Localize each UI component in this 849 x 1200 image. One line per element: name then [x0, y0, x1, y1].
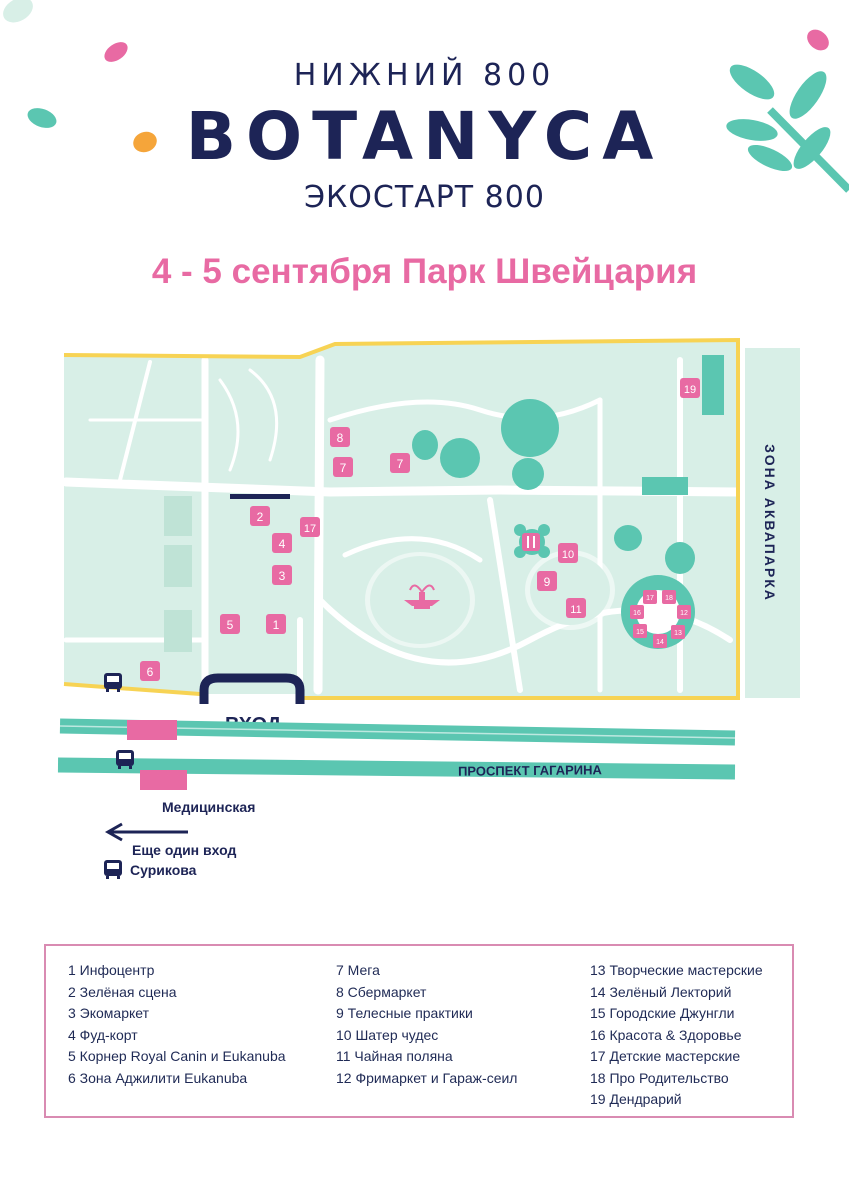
another-entrance-label: Еще один вход [132, 842, 236, 858]
svg-text:12: 12 [680, 610, 688, 617]
svg-text:13: 13 [674, 630, 682, 637]
leaf-icon [27, 108, 57, 128]
svg-text:4: 4 [279, 537, 286, 551]
entrance-gate-icon [199, 673, 305, 704]
svg-text:17: 17 [646, 595, 654, 602]
marker-10[interactable]: 10 [558, 543, 578, 563]
legend-item: 19 Дендрарий [590, 1091, 682, 1107]
marker-16[interactable]: 16 [630, 605, 644, 619]
brand-logo: BOTANYCA [185, 98, 664, 175]
bus-icon [104, 673, 122, 692]
plots [164, 496, 192, 652]
svg-text:5: 5 [227, 618, 234, 632]
svg-text:10: 10 [562, 549, 574, 561]
legend-item: 4 Фуд-корт [68, 1026, 138, 1043]
legend-item: 3 Экомаркет [68, 1005, 150, 1021]
legend-item: 8 Сбермаркет [336, 983, 427, 1000]
marker-5[interactable]: 5 [220, 614, 240, 634]
marker-14[interactable]: 14 [653, 634, 667, 648]
svg-text:19: 19 [684, 384, 696, 396]
marker-6[interactable]: 6 [140, 661, 160, 681]
legend-item: 16 Красота & Здоровье [590, 1026, 742, 1043]
svg-text:18: 18 [665, 595, 673, 602]
arrow-left-icon [104, 822, 188, 842]
svg-text:3: 3 [279, 569, 286, 583]
fountain-icon [404, 584, 440, 609]
marker-18[interactable]: 18 [662, 590, 676, 604]
marker-8[interactable]: 8 [330, 427, 350, 447]
food-court-icon [514, 524, 550, 558]
svg-text:16: 16 [633, 610, 641, 617]
tram-stop-marker [140, 770, 187, 790]
svg-text:1: 1 [273, 618, 280, 632]
branch-icon [726, 64, 849, 193]
marker-12[interactable]: 12 [677, 605, 691, 619]
leaf-icon [104, 42, 128, 62]
legend-item: 11 Чайная поляна [336, 1048, 453, 1064]
legend-item: 7 Мега [336, 962, 380, 978]
park-boundary [63, 337, 740, 700]
legend-item: 2 Зелёная сцена [68, 983, 177, 1000]
legend-column-2: 7 Мега 8 Сбермаркет 9 Телесные практики … [336, 960, 517, 1089]
marker-17-circle[interactable]: 17 [643, 590, 657, 604]
svg-text:7: 7 [397, 457, 404, 471]
marker-15[interactable]: 15 [633, 624, 647, 638]
marker-19[interactable]: 19 [680, 378, 700, 398]
bus-icon [104, 860, 122, 879]
aquapark-label: ЗОНА АКВАПАРКА [762, 444, 778, 602]
leaf-icon [807, 29, 829, 51]
legend-column-1: 1 Инфоцентр 2 Зелёная сцена 3 Экомаркет … [68, 960, 286, 1089]
legend-item: 14 Зелёный Лекторий [590, 983, 732, 1000]
legend-column-3: 13 Творческие мастерские 14 Зелёный Лект… [590, 960, 763, 1111]
bus-icon [116, 750, 134, 769]
park-map: ЗОНА АКВАПАРКА ВХОД ПРОСПЕКТ ГАГАРИНА Ме… [57, 337, 800, 879]
marker-2[interactable]: 2 [250, 506, 270, 526]
svg-text:8: 8 [337, 431, 344, 445]
marker-1[interactable]: 1 [266, 614, 286, 634]
marker-7-pond[interactable]: 7 [390, 453, 410, 473]
avenue-label: ПРОСПЕКТ ГАГАРИНА [458, 762, 603, 779]
decoration [3, 0, 849, 193]
legend-item: 1 Инфоцентр [68, 962, 155, 978]
marker-4[interactable]: 4 [272, 533, 292, 553]
leaf-icon [133, 131, 157, 153]
legend-item: 18 Про Родительство [590, 1069, 729, 1086]
leaf-icon [3, 0, 33, 23]
legend: 1 Инфоцентр 2 Зелёная сцена 3 Экомаркет … [44, 944, 794, 1118]
legend-item: 9 Телесные практики [336, 1005, 473, 1021]
tram-stop-marker [127, 720, 177, 740]
marker-3[interactable]: 3 [272, 565, 292, 585]
marker-17[interactable]: 17 [300, 517, 320, 537]
svg-text:11: 11 [570, 604, 581, 616]
svg-text:6: 6 [147, 665, 154, 679]
legend-item: 17 Детские мастерские [590, 1048, 741, 1064]
stop-medical-label: Медицинская [162, 799, 255, 815]
legend-item: 5 Корнер Royal Canin и Eukanuba [68, 1048, 286, 1064]
legend-item: 10 Шатер чудес [336, 1026, 439, 1043]
svg-text:7: 7 [340, 461, 347, 475]
marker-11[interactable]: 11 [566, 598, 586, 618]
header-line3: ЭКОСТАРТ 800 [304, 180, 545, 215]
svg-text:9: 9 [544, 575, 551, 589]
svg-text:17: 17 [304, 523, 316, 535]
svg-text:15: 15 [636, 629, 644, 636]
marker-7[interactable]: 7 [333, 457, 353, 477]
legend-item: 13 Творческие мастерские [590, 962, 763, 978]
aquapark-zone [745, 348, 800, 698]
event-date-place: 4 - 5 сентября Парк Швейцария [151, 252, 698, 291]
svg-text:2: 2 [257, 510, 264, 524]
marker-13[interactable]: 13 [671, 625, 685, 639]
legend-item: 12 Фримаркет и Гараж-сеил [336, 1069, 518, 1086]
legend-item: 6 Зона Аджилити Eukanuba [68, 1069, 248, 1086]
marker-9[interactable]: 9 [537, 571, 557, 591]
legend-item: 15 Городские Джунгли [590, 1005, 735, 1021]
stage-icon [230, 494, 290, 499]
svg-text:14: 14 [656, 639, 664, 646]
stop-surikova-label: Сурикова [130, 862, 197, 878]
header-line1: НИЖНИЙ 800 [293, 58, 556, 93]
